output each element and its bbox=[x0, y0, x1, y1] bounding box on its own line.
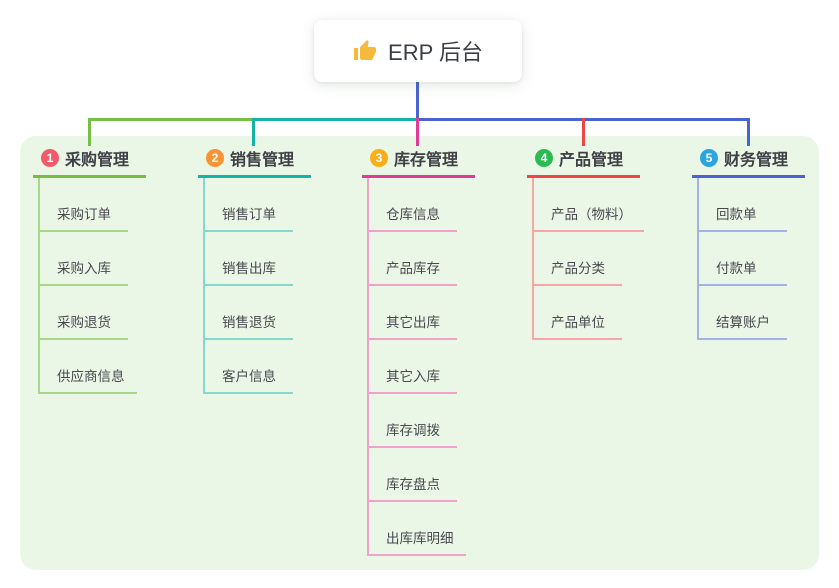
child-node[interactable]: 采购订单 bbox=[40, 178, 128, 232]
branch-children: 回款单 付款单 结算账户 bbox=[697, 178, 787, 340]
branch-purchase: 1 采购管理 采购订单 采购入库 采购退货 供应商信息 bbox=[33, 146, 198, 394]
branch-label: 产品管理 bbox=[559, 152, 624, 169]
branch-label: 采购管理 bbox=[65, 152, 130, 169]
child-node[interactable]: 产品分类 bbox=[534, 232, 622, 286]
drop-line-inventory bbox=[416, 118, 419, 146]
branch-children: 仓库信息 产品库存 其它出库 其它入库 库存调拨 库存盘点 出库库明细 bbox=[367, 178, 466, 556]
child-node[interactable]: 仓库信息 bbox=[369, 178, 457, 232]
branch-sales: 2 销售管理 销售订单 销售出库 销售退货 客户信息 bbox=[198, 146, 363, 394]
bus-segment-purchase bbox=[88, 118, 254, 121]
child-node[interactable]: 出库库明细 bbox=[369, 502, 466, 556]
branch-number-badge: 2 bbox=[206, 149, 224, 167]
child-node[interactable]: 库存调拨 bbox=[369, 394, 457, 448]
branch-number-badge: 5 bbox=[700, 149, 718, 167]
drop-line-finance bbox=[747, 118, 750, 146]
branch-product: 4 产品管理 产品（物料） 产品分类 产品单位 bbox=[527, 146, 692, 340]
child-node[interactable]: 库存盘点 bbox=[369, 448, 457, 502]
branch-number-badge: 4 bbox=[535, 149, 553, 167]
child-node[interactable]: 结算账户 bbox=[699, 286, 787, 340]
child-node[interactable]: 其它出库 bbox=[369, 286, 457, 340]
child-node[interactable]: 销售退货 bbox=[205, 286, 293, 340]
branch-header-finance[interactable]: 5 财务管理 bbox=[692, 146, 805, 178]
drop-line-product bbox=[582, 118, 585, 146]
child-node[interactable]: 销售出库 bbox=[205, 232, 293, 286]
child-node[interactable]: 产品（物料） bbox=[534, 178, 644, 232]
branch-finance: 5 财务管理 回款单 付款单 结算账户 bbox=[692, 146, 839, 340]
bus-segment-sales bbox=[252, 118, 418, 121]
branch-label: 财务管理 bbox=[724, 152, 789, 169]
child-node[interactable]: 产品库存 bbox=[369, 232, 457, 286]
branch-children: 销售订单 销售出库 销售退货 客户信息 bbox=[203, 178, 293, 394]
drop-line-purchase bbox=[88, 118, 91, 146]
child-node[interactable]: 其它入库 bbox=[369, 340, 457, 394]
branch-label: 库存管理 bbox=[394, 152, 459, 169]
root-node[interactable]: ERP 后台 bbox=[314, 20, 522, 82]
child-node[interactable]: 产品单位 bbox=[534, 286, 622, 340]
branch-header-purchase[interactable]: 1 采购管理 bbox=[33, 146, 146, 178]
branch-header-product[interactable]: 4 产品管理 bbox=[527, 146, 640, 178]
child-node[interactable]: 采购入库 bbox=[40, 232, 128, 286]
root-connector-line bbox=[416, 82, 419, 121]
branch-label: 销售管理 bbox=[230, 152, 295, 169]
branch-inventory: 3 库存管理 仓库信息 产品库存 其它出库 其它入库 库存调拨 库存盘点 出库库… bbox=[362, 146, 527, 556]
child-node[interactable]: 客户信息 bbox=[205, 340, 293, 394]
child-node[interactable]: 采购退货 bbox=[40, 286, 128, 340]
child-node[interactable]: 供应商信息 bbox=[40, 340, 137, 394]
branches-background-panel bbox=[20, 136, 819, 570]
branch-header-sales[interactable]: 2 销售管理 bbox=[198, 146, 311, 178]
thumbs-up-icon bbox=[353, 39, 377, 63]
branch-children: 产品（物料） 产品分类 产品单位 bbox=[532, 178, 644, 340]
branch-number-badge: 3 bbox=[370, 149, 388, 167]
branch-number-badge: 1 bbox=[41, 149, 59, 167]
child-node[interactable]: 付款单 bbox=[699, 232, 787, 286]
root-title: ERP 后台 bbox=[388, 40, 483, 65]
branch-header-inventory[interactable]: 3 库存管理 bbox=[362, 146, 475, 178]
child-node[interactable]: 销售订单 bbox=[205, 178, 293, 232]
branch-children: 采购订单 采购入库 采购退货 供应商信息 bbox=[38, 178, 137, 394]
child-node[interactable]: 回款单 bbox=[699, 178, 787, 232]
drop-line-sales bbox=[252, 118, 255, 146]
